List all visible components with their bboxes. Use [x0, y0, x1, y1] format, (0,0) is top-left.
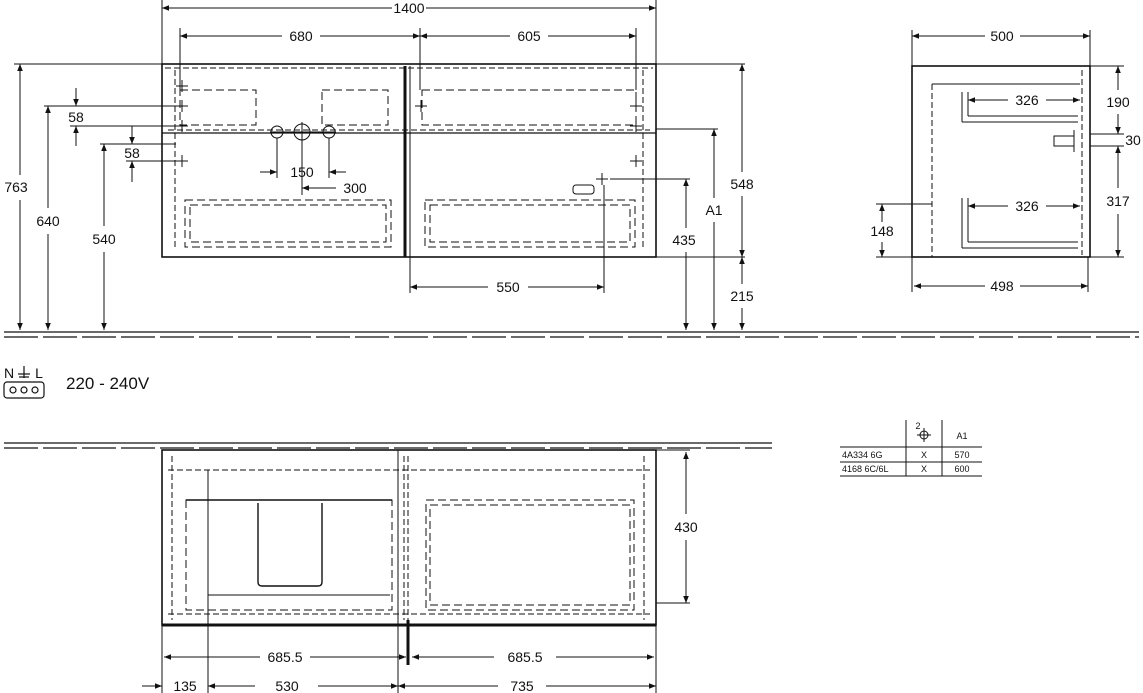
- dim-30: 30: [1125, 132, 1141, 148]
- dim-530: 530: [275, 678, 299, 693]
- table-row-mark: X: [921, 464, 927, 474]
- variant-table-text: 2 A1 4A334 6G X 570 4168 6C/6L X 600: [842, 421, 970, 474]
- dim-500: 500: [990, 28, 1014, 44]
- electrical-label-n: N: [4, 365, 14, 381]
- dim-435: 435: [672, 232, 696, 248]
- front-cabinet-outline: [161, 63, 657, 258]
- dimension-labels: 1400 680 605 763 640 540 58 58 150 300 5…: [4, 0, 1141, 693]
- floor-line-plan: [4, 442, 772, 449]
- plan-view: [142, 449, 690, 693]
- dim-735: 735: [510, 678, 534, 693]
- socket-icon: [3, 381, 45, 399]
- dim-430: 430: [674, 519, 698, 535]
- dim-326-upper: 326: [1015, 92, 1039, 108]
- dim-498: 498: [990, 278, 1014, 294]
- dim-685-5-right: 685.5: [507, 649, 542, 665]
- dim-58-lower: 58: [124, 145, 140, 161]
- dim-300: 300: [343, 180, 367, 196]
- dim-58-upper: 58: [68, 109, 84, 125]
- basin-outline: [257, 503, 323, 587]
- table-header-a1: A1: [956, 431, 967, 441]
- dim-317: 317: [1106, 193, 1130, 209]
- dim-605: 605: [517, 28, 541, 44]
- plan-cabinet-outline: [161, 449, 657, 626]
- dim-763: 763: [4, 179, 28, 195]
- table-row-a1: 570: [954, 450, 969, 460]
- side-cabinet-outline: [911, 65, 1091, 258]
- dim-148: 148: [870, 223, 894, 239]
- dim-685-5-left: 685.5: [267, 649, 302, 665]
- dim-a1: A1: [705, 202, 722, 218]
- variant-table: [840, 420, 982, 477]
- table-row-a1: 600: [954, 464, 969, 474]
- dim-640: 640: [36, 213, 60, 229]
- dim-150: 150: [290, 164, 314, 180]
- dim-540: 540: [92, 231, 116, 247]
- power-socket-front: [572, 184, 595, 195]
- dim-215: 215: [730, 288, 754, 304]
- dim-135: 135: [173, 678, 197, 693]
- dim-190: 190: [1106, 94, 1130, 110]
- front-view: [14, 0, 745, 330]
- table-row-code: 4168 6C/6L: [842, 464, 889, 474]
- table-row-code: 4A334 6G: [842, 450, 883, 460]
- dim-550: 550: [496, 279, 520, 295]
- mounting-marks: [176, 80, 642, 185]
- dim-1400: 1400: [393, 0, 424, 16]
- side-view: [876, 30, 1124, 292]
- dim-548: 548: [730, 176, 754, 192]
- dim-680: 680: [289, 28, 313, 44]
- dim-326-lower: 326: [1015, 198, 1039, 214]
- electrical-label-l: L: [35, 365, 43, 381]
- floor-line-front: [4, 331, 1139, 338]
- voltage-label: 220 - 240V: [66, 374, 150, 393]
- electrical-symbol: [3, 366, 45, 399]
- table-header-symbol-number: 2: [915, 421, 920, 431]
- table-row-mark: X: [921, 450, 927, 460]
